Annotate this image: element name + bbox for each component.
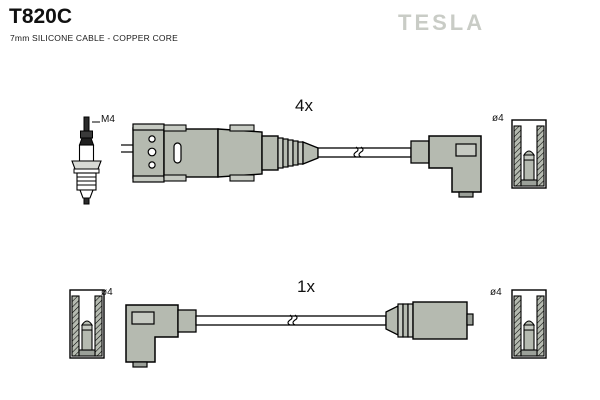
- right-angle-boot-bottom: [125, 304, 197, 368]
- quantity-label-bottom: 1x: [297, 277, 315, 296]
- straight-connector-bottom: [385, 301, 474, 340]
- ignition-cable-bottom: [195, 314, 387, 326]
- page-title: T820C: [9, 5, 73, 28]
- diameter-label-bottom-right: ø4: [490, 287, 502, 298]
- brand-logo: TESLA: [398, 10, 486, 35]
- thread-size-label: M4: [101, 114, 115, 125]
- page-subtitle: 7mm SILICONE CABLE - COPPER CORE: [10, 33, 178, 43]
- quantity-label-top: 4x: [295, 96, 313, 115]
- right-angle-boot-top: [410, 135, 482, 198]
- connector-shroud-top: [163, 124, 319, 182]
- diameter-label-top-right: ø4: [492, 113, 504, 124]
- boot-cross-section-bottom-right: [511, 289, 547, 359]
- boot-cross-section-top: [511, 119, 547, 189]
- diameter-label-bottom-left: ø4: [101, 287, 113, 298]
- boot-cross-section-bottom-left: [69, 289, 105, 359]
- ignition-cable-top: [317, 146, 412, 158]
- distributor-connector-top: [121, 123, 165, 183]
- spark-plug-top: [71, 116, 102, 205]
